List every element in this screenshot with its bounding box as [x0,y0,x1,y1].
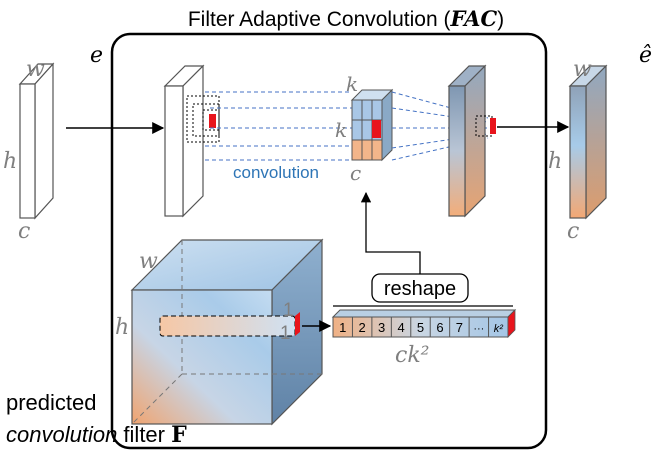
input-channel-label: c [18,219,30,244]
filter-one-top-label: 1 [283,300,294,321]
output-name-label: ê [639,43,652,68]
kernel-center-cell [372,120,381,138]
vector-cell-label: 6 [436,320,443,335]
kernel-k-top-label: k [346,72,358,96]
input-name-label: e [90,43,103,68]
vector-cell-label: 3 [378,320,385,335]
diagram-title: Filter Adaptive Convolution (FAC) [188,6,504,31]
filter-cube [130,238,324,426]
kernel-k-side-label: k [335,118,347,142]
fac-frame [110,32,548,450]
arrow-reshape-to-kernel [360,191,421,274]
vector-cell-label: 4 [397,320,404,335]
output-tensor [568,64,608,220]
convolution-label: convolution [233,163,319,182]
input-tensor [18,62,55,220]
feature-tensor-right [447,64,496,218]
kernel-cube [350,88,394,162]
output-pixel [490,118,496,134]
input-height-label: h [3,149,17,174]
input-width-label: w [26,57,45,82]
vector-cell-label: 2 [359,320,366,335]
vector-cell-label: 5 [417,320,424,335]
filter-one-bottom-label: 1 [280,323,291,344]
kernel-c-label: c [350,161,361,185]
filter-height-label: h [115,315,129,340]
filter-width-label: w [139,249,158,274]
filter-bar [159,315,296,337]
projection-lines-left [205,91,352,161]
caption-line-1: predicted [6,390,97,415]
output-channel-label: c [567,219,579,244]
feature-tensor-left [163,64,220,218]
vector-length-label: ck² [395,343,429,368]
vector-cell-label: k² [494,323,504,335]
vector-cell-label: 7 [456,320,463,335]
vector-cell-label: ··· [473,323,484,335]
output-width-label: w [573,57,592,82]
vector-cell-label: 1 [339,320,346,335]
reshape-label: reshape [384,278,456,300]
receptive-center-pixel [209,114,216,128]
output-height-label: h [548,149,562,174]
caption-line-2: convolution filter F [6,422,187,448]
